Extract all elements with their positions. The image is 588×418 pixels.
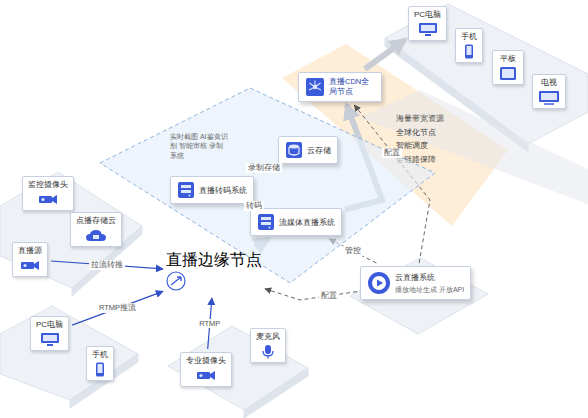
node-label: 监控摄像头: [28, 179, 68, 190]
region-outline: [100, 88, 435, 283]
device-tile: 监控摄像头: [22, 176, 74, 211]
live-icon: [367, 271, 391, 295]
node-label: 云存储: [307, 145, 331, 156]
pc-icon: [417, 22, 439, 37]
cdn-icon: [305, 77, 325, 97]
db-icon: [285, 141, 303, 159]
device-tile: 直播源: [12, 242, 48, 277]
text-column: 直播转码系统: [199, 185, 247, 196]
device-tile: 手机: [455, 28, 483, 63]
edge-label: 录制存储: [246, 163, 282, 173]
text-column: 云存储: [307, 145, 331, 156]
node-label: 点播存储云: [76, 215, 116, 226]
device-tile: 平板: [492, 50, 524, 85]
region-shape: [100, 88, 435, 283]
device-tile: 手机: [86, 346, 114, 381]
node-label: 全球化节点: [396, 126, 444, 140]
system-box: 流媒体直播系统: [250, 208, 342, 236]
connector: [72, 291, 163, 325]
cam-icon: [195, 368, 217, 383]
camera-platform: [168, 326, 308, 410]
device-tile: PC电脑: [408, 6, 447, 41]
edge-label: 拉流转推: [89, 260, 125, 270]
text-column: 云直播系统播放地址生成 开放API: [395, 272, 464, 295]
device-tile: 点播存储云: [70, 212, 122, 247]
tv-icon: [538, 90, 560, 105]
text-column: 流媒体直播系统: [279, 217, 335, 228]
phone-icon: [462, 44, 476, 59]
srv-icon: [257, 213, 275, 231]
node-label: 云直播系统: [395, 272, 464, 283]
platform-side: [244, 368, 308, 418]
edge-node: 直播边缘节点: [166, 250, 262, 295]
node-label: 直播边缘节点: [166, 250, 262, 271]
pc-platform: [0, 306, 138, 400]
node-label: 手机: [461, 31, 477, 42]
edge-label: 配置: [382, 148, 402, 158]
node-label: PC电脑: [414, 9, 441, 20]
node-label: 平板: [498, 53, 518, 64]
node-label: 智能调度: [396, 139, 444, 153]
device-tile: 麦克风: [250, 328, 286, 363]
mic-icon: [260, 344, 276, 359]
source-platform: [0, 172, 142, 288]
node-label: 直播转码系统: [199, 185, 247, 196]
edge-label: RTMP推流: [97, 303, 138, 313]
node-label: 流媒体直播系统: [279, 217, 335, 228]
node-label: 专业摄像头: [186, 355, 226, 366]
node-label: 手机: [92, 349, 108, 360]
edge-label: 配置: [319, 291, 339, 301]
device-tile: PC电脑: [30, 316, 69, 351]
phone-icon: [93, 362, 107, 377]
node-icon: [166, 271, 186, 291]
node-label: 海量带宽资源: [396, 112, 444, 126]
connector: [265, 289, 357, 300]
device-tile: 专业摄像头: [180, 352, 232, 387]
text-column: 直播CDN全局节点: [329, 77, 375, 97]
cam-icon: [19, 258, 41, 273]
system-box: 云存储: [278, 136, 338, 164]
connector: [365, 40, 405, 69]
device-tile: 电视: [532, 74, 566, 109]
system-box: 直播转码系统: [170, 176, 254, 204]
node-label: 实时截图 AI鉴黄识别 智能审核 录制系统: [170, 132, 228, 160]
edge-label: RTMP: [197, 319, 222, 328]
srv-icon: [177, 181, 195, 199]
cloud-icon: [85, 228, 107, 243]
platforms: [0, 4, 588, 418]
cam-icon: [37, 192, 59, 207]
node-label: 电视: [538, 77, 560, 88]
node-label: PC电脑: [36, 319, 63, 330]
edge-glow: [166, 271, 262, 295]
node-label: 播放地址生成 开放API: [395, 285, 464, 295]
live-platform: [350, 258, 488, 334]
system-box: 直播CDN全局节点: [298, 72, 382, 102]
platform-region: 实时截图 AI鉴黄识别 智能审核 录制系统直播转码系统 云存储流媒体直播系统: [100, 88, 435, 283]
node-label: 直播CDN全局节点: [329, 77, 375, 97]
pad-icon: [498, 66, 518, 81]
node-label: 直播源: [18, 245, 42, 256]
node-label: 麦克风: [256, 331, 280, 342]
system-box: 云直播系统播放地址生成 开放API: [360, 266, 471, 300]
pc-icon: [39, 332, 61, 347]
edge-label: 管控: [343, 246, 363, 256]
edge-label: 转码: [244, 201, 264, 211]
